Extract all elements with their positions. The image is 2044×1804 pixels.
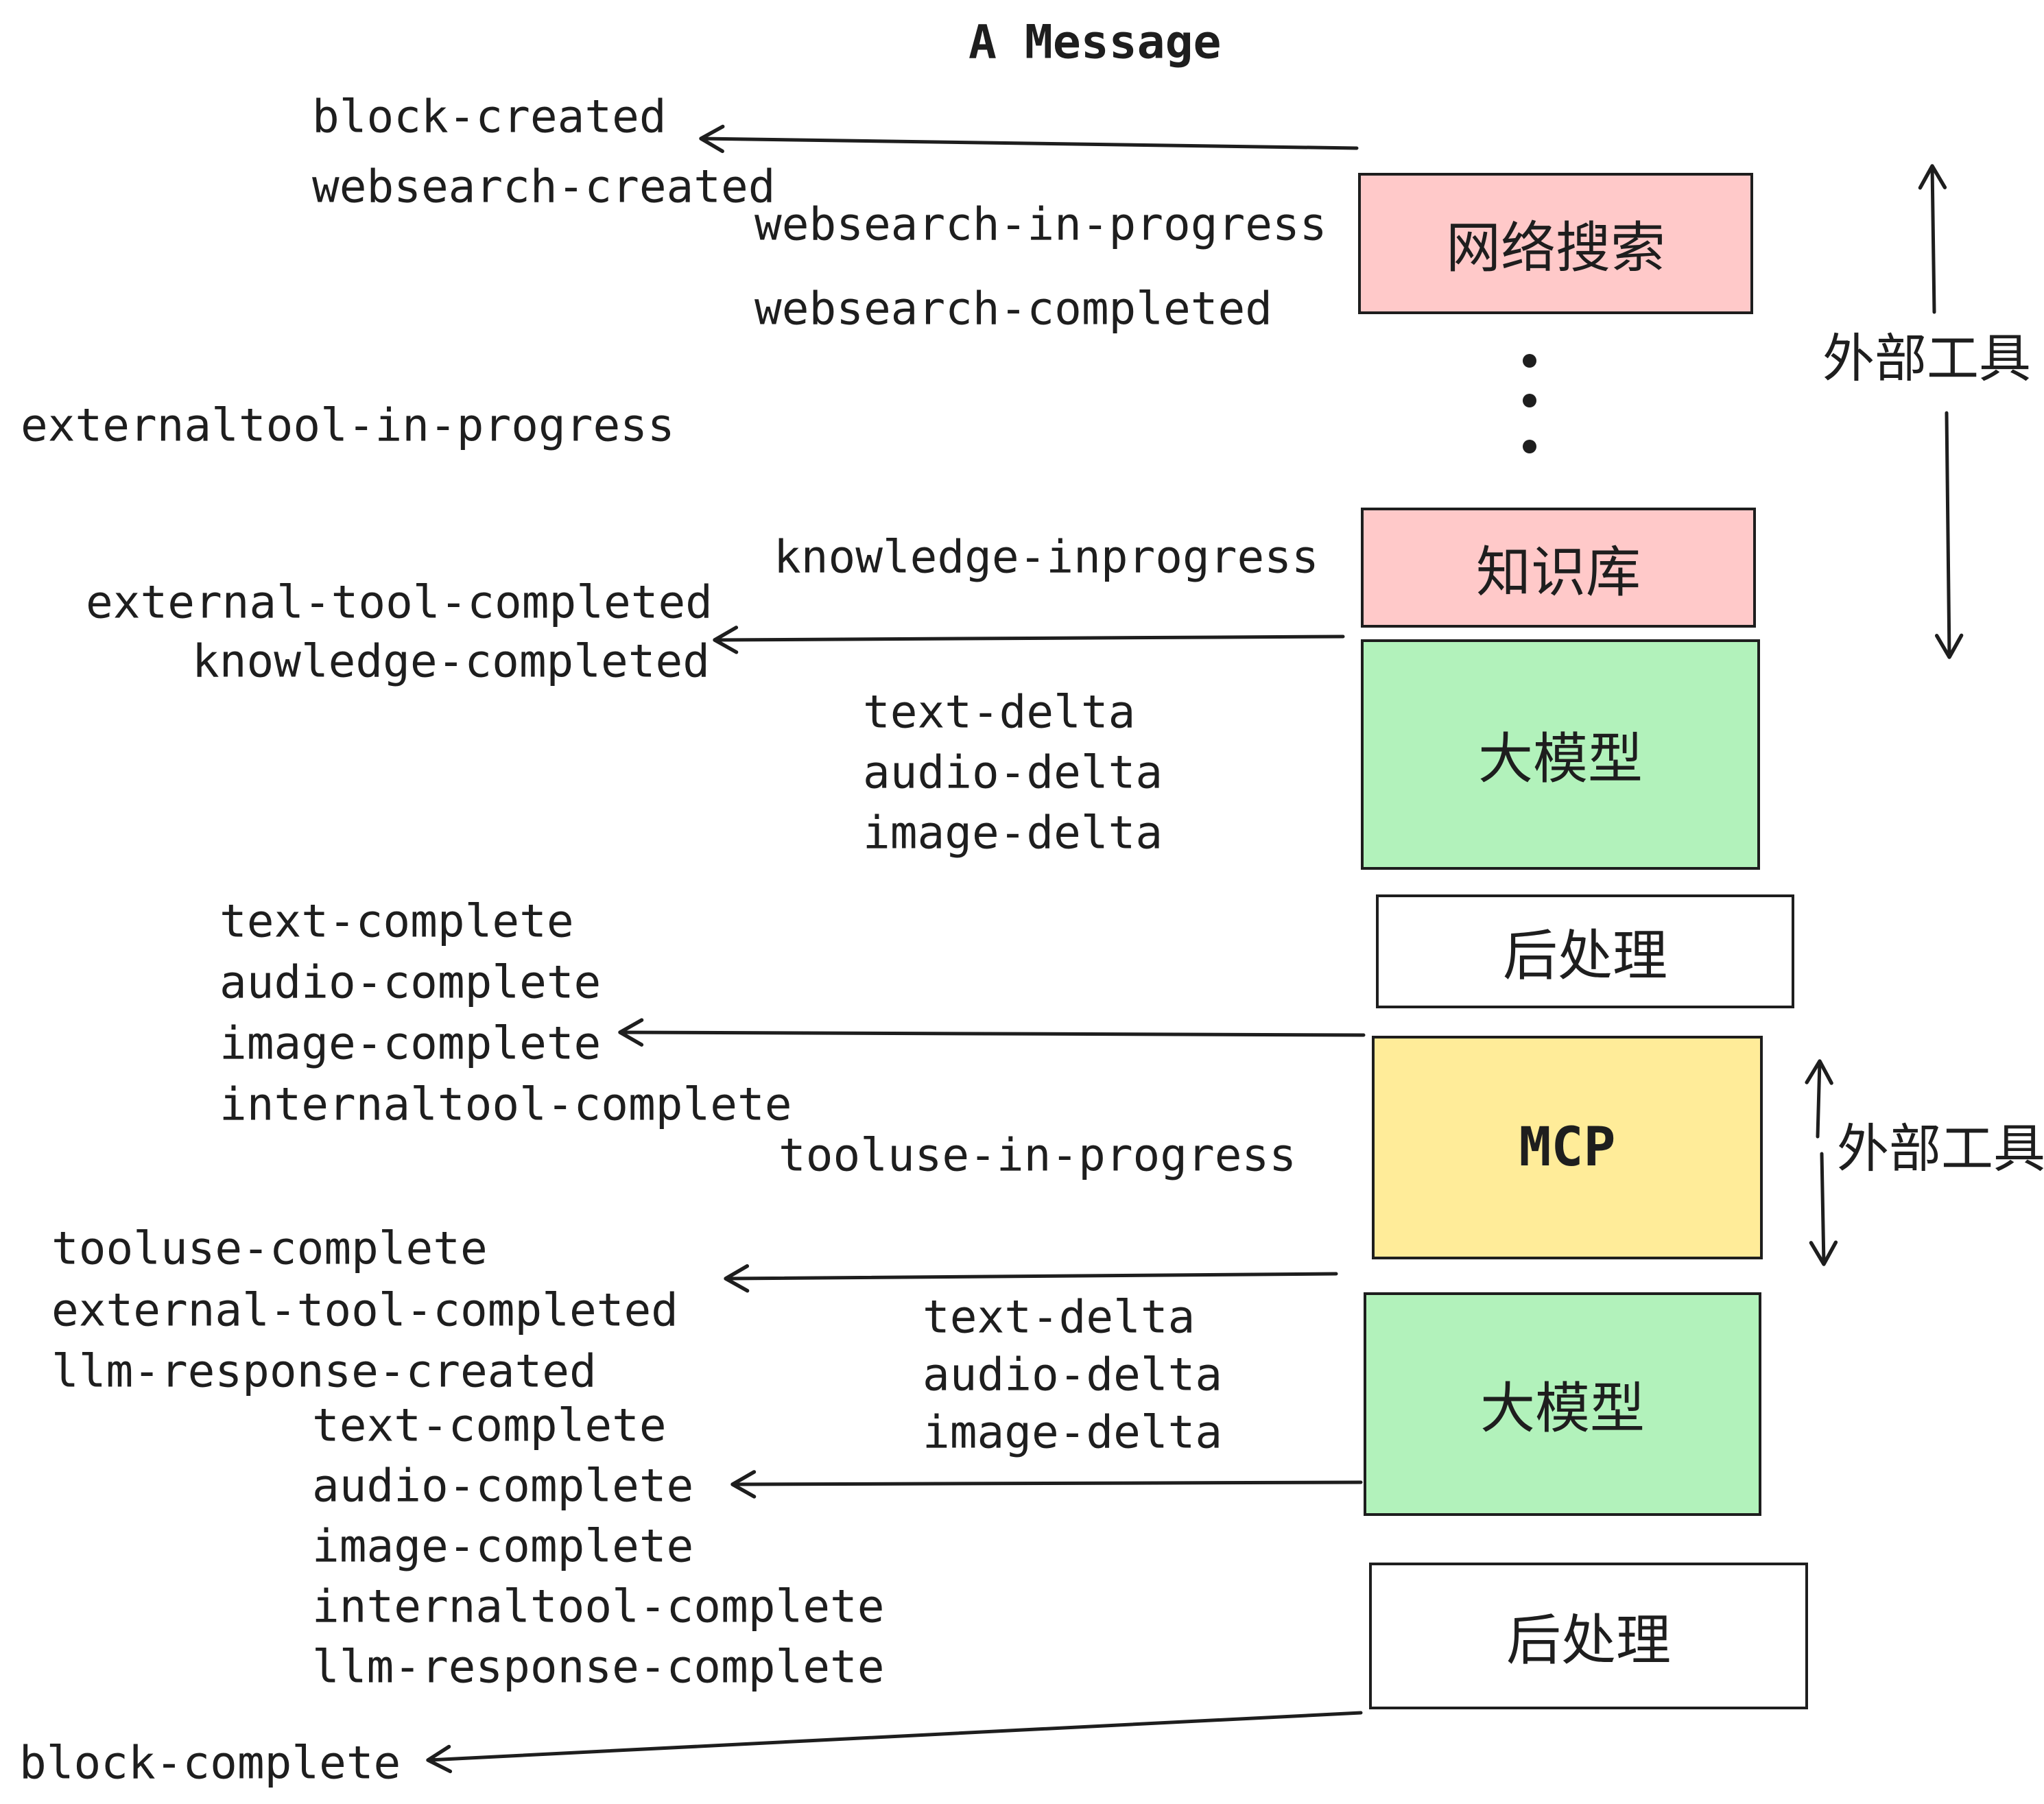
- event-tooluse-in-progress: tooluse-in-progress: [779, 1128, 1296, 1182]
- node-mcp: MCP: [1372, 1036, 1763, 1259]
- event-text-complete-2: text-complete: [312, 1399, 667, 1452]
- event-websearch-completed: websearch-completed: [754, 282, 1272, 335]
- event-audio-complete-1: audio-complete: [219, 956, 602, 1009]
- event-llm-response-complete: llm-response-complete: [312, 1640, 885, 1694]
- arrow-external-tools-up-1: [1918, 164, 1947, 314]
- node-websearch-label: 网络搜索: [1446, 216, 1665, 280]
- event-audio-complete-2: audio-complete: [312, 1459, 694, 1512]
- event-external-tool-completed-1: external-tool-completed: [86, 575, 713, 629]
- node-knowledge-label: 知识库: [1476, 540, 1641, 604]
- event-text-delta-2: text-delta: [923, 1290, 1196, 1344]
- arrow-block-complete: [426, 1711, 1363, 1774]
- label-external-tools-bottom: 外部工具: [1837, 1118, 2044, 1179]
- event-image-delta-2: image-delta: [923, 1405, 1223, 1459]
- label-external-tools-top: 外部工具: [1822, 328, 2031, 389]
- arrow-external-tools-up-2: [1805, 1059, 1833, 1139]
- arrow-knowledge-completed: [713, 626, 1345, 654]
- arrow-image-complete: [618, 1018, 1366, 1047]
- event-text-complete-1: text-complete: [219, 894, 574, 948]
- event-knowledge-inprogress: knowledge-inprogress: [774, 530, 1319, 584]
- ellipsis-dot: [1523, 354, 1536, 368]
- node-llm-2-label: 大模型: [1480, 1377, 1645, 1440]
- event-websearch-in-progress: websearch-in-progress: [754, 198, 1327, 251]
- event-llm-response-created: llm-response-created: [51, 1344, 597, 1398]
- event-tooluse-complete: tooluse-complete: [51, 1222, 488, 1275]
- event-image-delta-1: image-delta: [863, 806, 1163, 859]
- event-internaltool-complete-1: internaltool-complete: [219, 1078, 792, 1131]
- event-text-delta-1: text-delta: [863, 685, 1136, 739]
- event-block-complete: block-complete: [19, 1736, 401, 1790]
- node-llm-2: 大模型: [1364, 1292, 1761, 1516]
- event-websearch-created: websearch-created: [312, 160, 776, 213]
- arrow-external-tools-down-1: [1934, 411, 1964, 659]
- node-postprocess-2: 后处理: [1369, 1563, 1808, 1709]
- event-knowledge-completed: knowledge-completed: [192, 634, 710, 688]
- event-externaltool-in-progress: externaltool-in-progress: [21, 399, 675, 452]
- ellipsis-dot: [1523, 394, 1536, 407]
- diagram-title: A Message: [968, 15, 1222, 70]
- node-postprocess-1-label: 后处理: [1503, 924, 1667, 988]
- arrow-block-created: [699, 124, 1359, 154]
- event-audio-delta-2: audio-delta: [923, 1348, 1223, 1401]
- node-websearch: 网络搜索: [1358, 173, 1753, 314]
- node-knowledge: 知识库: [1361, 508, 1756, 628]
- ellipsis-dots: [1523, 354, 1536, 453]
- arrow-tooluse-complete: [724, 1264, 1338, 1293]
- ellipsis-dot: [1523, 440, 1536, 453]
- event-image-complete-1: image-complete: [219, 1017, 602, 1070]
- event-block-created: block-created: [312, 90, 667, 143]
- node-llm-1: 大模型: [1361, 639, 1760, 870]
- event-audio-delta-1: audio-delta: [863, 746, 1163, 799]
- node-postprocess-2-label: 后处理: [1506, 1609, 1671, 1672]
- event-image-complete-2: image-complete: [312, 1519, 694, 1573]
- event-external-tool-completed-2: external-tool-completed: [51, 1283, 678, 1337]
- arrow-external-tools-down-2: [1809, 1152, 1838, 1266]
- arrow-audio-complete: [730, 1470, 1363, 1499]
- event-internaltool-complete-2: internaltool-complete: [312, 1580, 885, 1633]
- node-mcp-label: MCP: [1519, 1117, 1616, 1178]
- node-postprocess-1: 后处理: [1376, 894, 1794, 1008]
- node-llm-1-label: 大模型: [1478, 727, 1643, 791]
